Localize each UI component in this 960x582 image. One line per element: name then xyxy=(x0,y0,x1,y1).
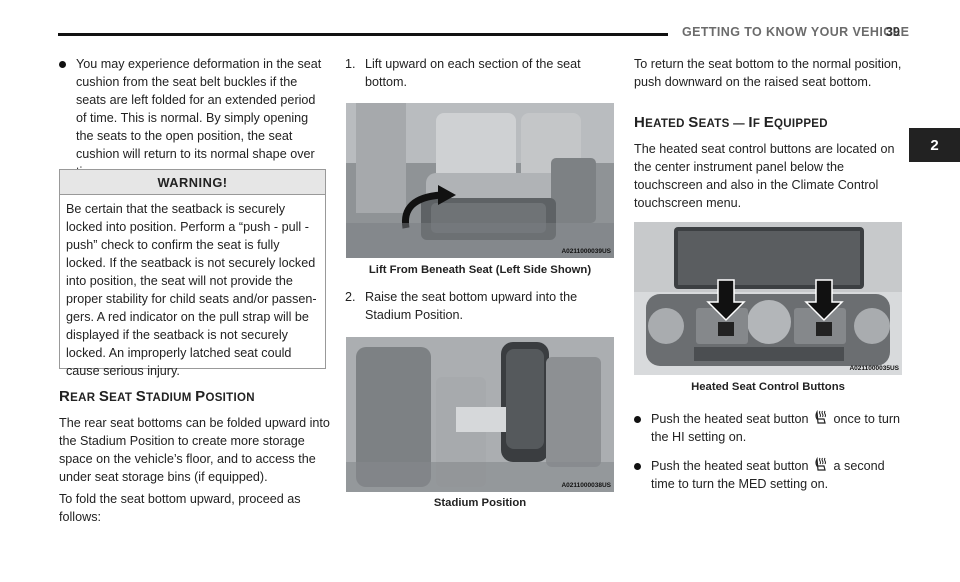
chapter-tab[interactable]: 2 xyxy=(909,128,960,162)
heading-cap: P xyxy=(195,388,206,405)
bullet-deformation: You may experience deformation in the se… xyxy=(59,55,329,181)
heading-small: EAR xyxy=(70,392,99,404)
heading-cap: S xyxy=(688,114,699,131)
step-number: 2. xyxy=(345,290,356,304)
bullet-text-pre: Push the heated seat button xyxy=(651,412,809,426)
step-text: Lift upward on each section of the seat … xyxy=(365,57,581,89)
page-number: 39 xyxy=(886,25,900,39)
heading-small: EAT xyxy=(109,392,136,404)
photo-caption: Heated Seat Control Buttons xyxy=(691,381,845,393)
heading-cap: R xyxy=(59,388,71,405)
bullet-dot-icon xyxy=(59,61,66,68)
heading-cap: S xyxy=(98,388,110,405)
heading-small: EATS — xyxy=(698,118,749,130)
step-text: Raise the seat bottom upward into the St… xyxy=(365,290,578,322)
heated-seats-paragraph: The heated seat control buttons are loca… xyxy=(634,142,895,210)
heading-small: TADIUM xyxy=(146,392,196,404)
photo-stadium-position: A0211000038US xyxy=(346,337,614,492)
fold-instructions-paragraph: To fold the seat bottom upward, proceed … xyxy=(59,492,301,524)
section-heading-stadium: REAR SEAT STADIUM POSITION xyxy=(59,388,255,406)
bullet-hi-setting: Push the heated seat button once to turn… xyxy=(634,410,904,446)
photo-id: A0211000038US xyxy=(561,482,611,489)
step-1: 1. Lift upward on each section of the se… xyxy=(345,55,607,95)
heading-small: F xyxy=(752,118,764,130)
warning-box: WARNING! Be certain that the seatback is… xyxy=(59,169,326,378)
heading-cap: H xyxy=(634,114,646,131)
warning-title: WARNING! xyxy=(60,170,325,195)
photo-heated-seat-controls: A0211000035US xyxy=(634,222,902,375)
heading-small: EATED xyxy=(645,118,689,130)
stadium-position-illustration xyxy=(346,337,614,492)
heading-cap: E xyxy=(763,114,774,131)
photo-caption: Lift From Beneath Seat (Left Side Shown) xyxy=(368,264,592,276)
warning-body: Be certain that the seatback is securely… xyxy=(66,202,317,378)
heading-cap: I xyxy=(748,114,753,131)
bullet-text-pre: Push the heated seat button xyxy=(651,459,809,473)
photo-lift-seat: A0211000039US xyxy=(346,103,614,258)
heated-seat-icon xyxy=(815,457,827,471)
bullet-dot-icon xyxy=(634,416,641,423)
return-seat-paragraph: To return the seat bottom to the normal … xyxy=(634,57,902,89)
bullet-dot-icon xyxy=(634,463,641,470)
photo-id: A0211000035US xyxy=(849,365,899,372)
heading-small: OSITION xyxy=(205,392,255,404)
heading-cap: S xyxy=(135,388,146,405)
heading-small: QUIPPED xyxy=(774,118,828,130)
header-rule xyxy=(58,33,668,36)
photo-caption: Stadium Position xyxy=(433,497,527,509)
bullet-text-post: a second time to turn the MED setting on… xyxy=(651,459,885,491)
bullet-med-setting: Push the heated seat button a second tim… xyxy=(634,457,904,493)
section-heading-heated-seats: HEATED SEATS — IF EQUIPPED xyxy=(634,114,828,132)
header-title: GETTING TO KNOW YOUR VEHICLE xyxy=(682,25,910,39)
stadium-intro-paragraph: The rear seat bottoms can be folded upwa… xyxy=(59,416,330,484)
step-2: 2. Raise the seat bottom upward into the… xyxy=(345,288,607,328)
step-number: 1. xyxy=(345,57,356,71)
control-panel-illustration xyxy=(634,222,902,375)
photo-id: A0211000039US xyxy=(561,248,611,255)
heated-seat-icon xyxy=(815,410,827,424)
bullet-text-post: once to turn the HI setting on. xyxy=(651,412,901,444)
bullet-text: You may experience deformation in the se… xyxy=(76,57,322,179)
seat-lift-illustration xyxy=(346,103,614,258)
